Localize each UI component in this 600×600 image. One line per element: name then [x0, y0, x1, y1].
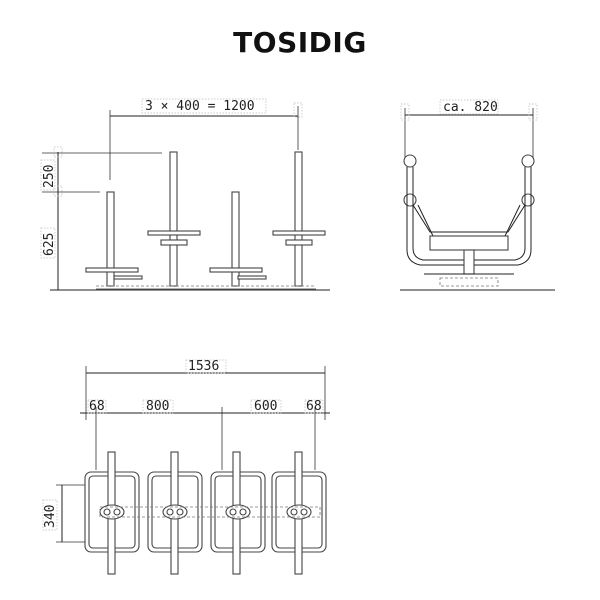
- front-seat: [429, 235, 509, 251]
- plan-seat-hub: [162, 504, 188, 520]
- side-view: 3 × 400 = 1200 250 625: [40, 98, 330, 291]
- plan-dim-total-text: 1536: [188, 359, 219, 374]
- front-foot: [439, 277, 499, 287]
- side-dim-lower-text: 625: [42, 233, 57, 256]
- plan-dim-right-span-box: [250, 399, 282, 414]
- plan-seat-3: [210, 451, 266, 575]
- plan-dim-left-span-box: [142, 399, 174, 414]
- drawing-title: TOSIDIG: [233, 26, 367, 59]
- plan-seat-hub: [225, 504, 251, 520]
- seat-low-2: [209, 191, 267, 287]
- plan-central-beam: [99, 506, 321, 518]
- side-dim-marker-b: [53, 185, 63, 197]
- plan-bolt: [239, 508, 247, 516]
- side-dim-top-text: 3 × 400 = 1200: [145, 99, 255, 114]
- plan-dim-depth-box: [42, 499, 58, 531]
- plan-dim-depth-text: 340: [43, 505, 58, 528]
- side-dim-marker-a: [53, 146, 63, 158]
- handle-knob-right: [521, 154, 535, 168]
- plan-bolt: [103, 508, 111, 516]
- seat-plate: [85, 267, 139, 273]
- handle-knob-left-low: [403, 193, 417, 207]
- handle-post: [169, 151, 178, 287]
- seat-low-1: [85, 191, 143, 287]
- seat-high-2: [272, 151, 326, 287]
- seat-base: [237, 275, 267, 280]
- side-dim-upper-box: [40, 159, 56, 191]
- plan-dim-right-span-text: 600: [254, 399, 277, 414]
- plan-dim-right-edge-text: 68: [306, 399, 322, 414]
- plan-dim-left-span-text: 800: [146, 399, 169, 414]
- plan-bolt: [229, 508, 237, 516]
- seat-base: [113, 275, 143, 280]
- front-view: ca. 820: [400, 99, 555, 291]
- plan-dim-left-edge-text: 68: [89, 399, 105, 414]
- plan-seat-2: [147, 451, 203, 575]
- plan-dim-left-edge-box: [87, 399, 107, 414]
- front-dim-marker-right: [528, 103, 538, 121]
- seat-bracket: [285, 239, 313, 246]
- plan-bolt: [113, 508, 121, 516]
- seat-high-1: [147, 151, 201, 287]
- side-dim-upper-text: 250: [42, 165, 57, 188]
- front-dim-text: ca. 820: [443, 100, 498, 115]
- front-seat-arm: [412, 204, 526, 233]
- front-dim-marker-left: [400, 103, 410, 121]
- front-seat-arm-inner: [417, 204, 521, 237]
- seat-plate: [272, 230, 326, 236]
- handle-knob-right-low: [521, 193, 535, 207]
- plan-dim-right-edge-box: [304, 399, 324, 414]
- side-dim-lower-box: [40, 227, 56, 259]
- handle-knob-left: [403, 154, 417, 168]
- handle-post: [231, 191, 240, 287]
- plan-bolt: [176, 508, 184, 516]
- handle-post: [294, 151, 303, 287]
- handle-post: [106, 191, 115, 287]
- plan-seat-hub: [286, 504, 312, 520]
- plan-seat-1: [84, 451, 140, 575]
- plan-bolt: [300, 508, 308, 516]
- plan-dim-total-box: [185, 359, 227, 374]
- side-dim-top-marker: [293, 102, 303, 118]
- plan-bolt: [166, 508, 174, 516]
- seat-plate: [147, 230, 201, 236]
- plan-bolt: [290, 508, 298, 516]
- plan-view: 1536 68 800 600 68 340: [42, 359, 330, 575]
- front-center-post: [463, 249, 475, 275]
- plan-seat-4: [271, 451, 327, 575]
- seat-bracket: [160, 239, 188, 246]
- seat-plate: [209, 267, 263, 273]
